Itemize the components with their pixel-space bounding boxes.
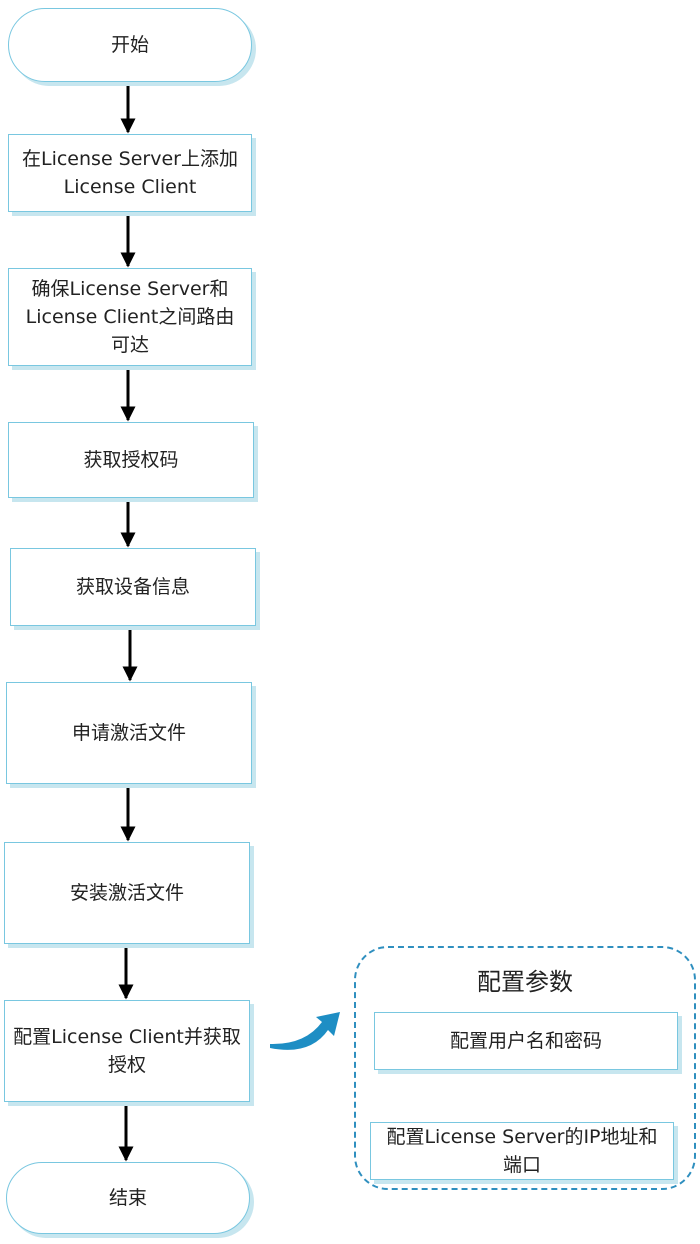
step-ensure-route: 确保License Server和License Client之间路由可达 [8,268,252,366]
step7-label: 配置License Client并获取授权 [13,1026,241,1076]
param-server-ip-port: 配置License Server的IP地址和端口 [370,1122,674,1180]
swoosh-arrow-icon [270,1012,340,1050]
config-params-title: 配置参数 [477,968,573,996]
end-node: 结束 [6,1162,250,1234]
start-label: 开始 [110,34,149,56]
step1-label: 在License Server上添加License Client [22,148,238,198]
step5-label: 申请激活文件 [71,722,186,744]
step-add-license-client: 在License Server上添加License Client [8,134,252,212]
step-configure-client: 配置License Client并获取授权 [4,1000,250,1102]
param2-label: 配置License Server的IP地址和端口 [386,1126,658,1176]
step4-label: 获取设备信息 [75,576,190,598]
step-get-device-info: 获取设备信息 [10,548,256,626]
step-apply-activation-file: 申请激活文件 [6,682,252,784]
config-params-group: 配置参数 配置用户名和密码 配置License Server的IP地址和端口 [354,946,696,1190]
step-get-auth-code: 获取授权码 [8,422,254,498]
end-label: 结束 [108,1187,147,1209]
param1-label: 配置用户名和密码 [449,1030,602,1052]
step-install-activation-file: 安装激活文件 [4,842,250,944]
step2-label: 确保License Server和License Client之间路由可达 [25,278,235,356]
step3-label: 获取授权码 [83,449,179,471]
param-username-password: 配置用户名和密码 [374,1012,678,1070]
step6-label: 安装激活文件 [69,882,184,904]
start-node: 开始 [8,8,252,82]
